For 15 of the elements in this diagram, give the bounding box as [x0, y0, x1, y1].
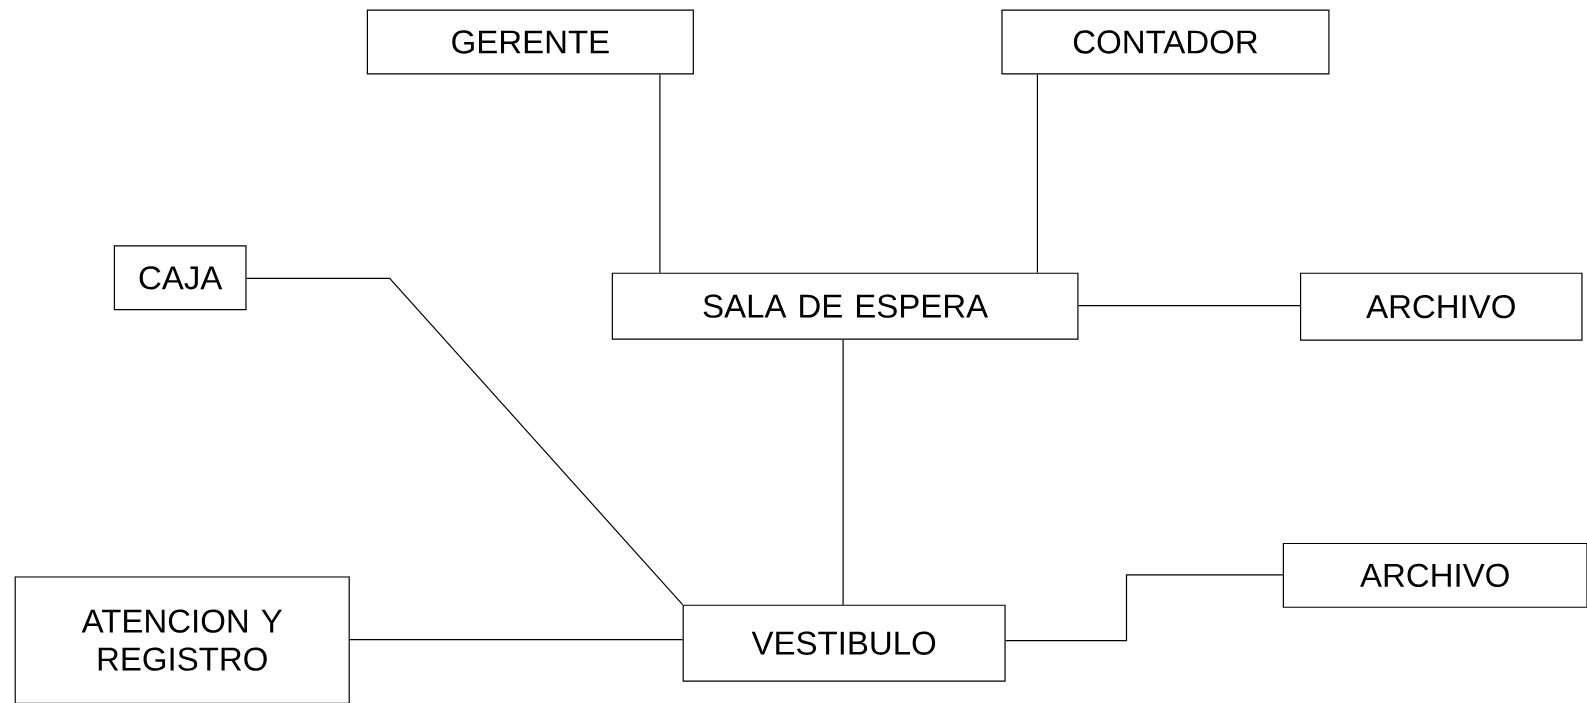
connector-line — [1005, 574, 1284, 642]
connector-line — [349, 639, 684, 641]
connector-line — [842, 339, 844, 606]
room-box: ARCHIVO — [1300, 272, 1583, 341]
room-box: CONTADOR — [1001, 9, 1330, 75]
connector-line — [659, 73, 661, 274]
room-box: ATENCION Y REGISTRO — [14, 576, 350, 703]
room-box: ARCHIVO — [1282, 542, 1587, 608]
connector-line — [245, 277, 684, 606]
connector-line — [1036, 73, 1039, 274]
room-box: SALA DE ESPERA — [611, 272, 1079, 340]
room-box: VESTIBULO — [682, 604, 1006, 682]
connector-line — [1077, 305, 1301, 307]
room-box: GERENTE — [366, 9, 694, 75]
room-box: CAJA — [113, 245, 247, 311]
